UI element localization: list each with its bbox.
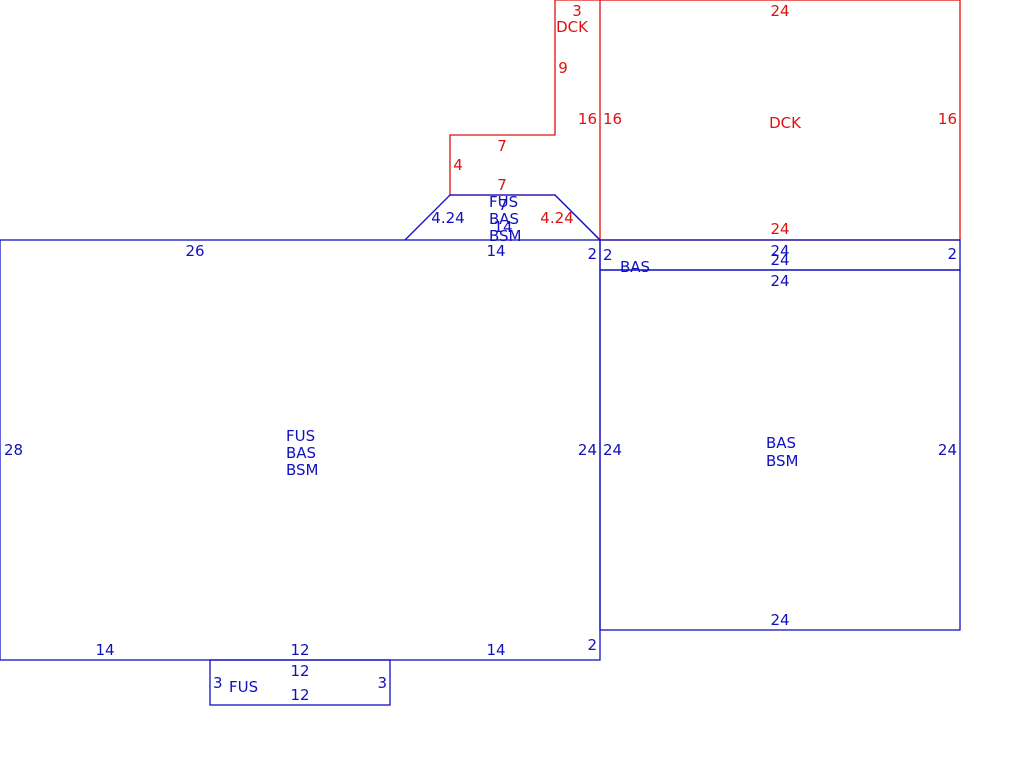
right-block-outline xyxy=(599,269,961,631)
deck-small-vertical-dim: 9 xyxy=(558,59,568,77)
fus-box-left-dim: 3 xyxy=(213,674,223,692)
bas-strip-left-dim: 2 xyxy=(603,246,613,264)
deck-small-bottom-dim: 7 xyxy=(497,176,507,194)
deck-large-bottom-dim: 24 xyxy=(770,220,789,238)
right-block-right-dim: 24 xyxy=(938,441,957,459)
bump-right-diag-dim: 4.24 xyxy=(540,209,573,227)
main-area-label-3: BSM xyxy=(286,461,319,479)
bas-strip-top-dim: 24 xyxy=(770,242,789,260)
bump-overlap-dim: 14 xyxy=(493,218,512,236)
fus-box-top-dim: 12 xyxy=(290,662,309,680)
main-bottom-right-short-dim: 2 xyxy=(587,636,597,654)
right-block-top-dim: 24 xyxy=(770,272,789,290)
deck-small-label: DCK xyxy=(556,18,589,36)
main-bottom-right-dim: 14 xyxy=(486,641,505,659)
deck-small-left-dim: 4 xyxy=(453,156,463,174)
bas-strip-right-dim: 2 xyxy=(947,245,957,263)
bump-area-label-1: FUS xyxy=(489,193,518,211)
right-block-area-label-2: BSM xyxy=(766,452,799,470)
main-top-mid-dim: 14 xyxy=(486,242,505,260)
bump-out-outline xyxy=(404,194,601,241)
fus-box-label: FUS xyxy=(229,678,258,696)
right-block-area-label-1: BAS xyxy=(766,434,796,452)
main-left-dim: 28 xyxy=(4,441,23,459)
fus-box-bottom-dim: 12 xyxy=(290,686,309,704)
deck-small-top-dim: 3 xyxy=(572,2,582,20)
deck-small-step-dim: 7 xyxy=(497,137,507,155)
bas-strip-bottom-dim: 24 xyxy=(770,251,789,269)
main-bottom-mid-dim: 12 xyxy=(290,641,309,659)
main-bottom-left-dim: 14 xyxy=(95,641,114,659)
bump-area-label-3: BSM xyxy=(489,227,522,245)
right-block-left-dim: 24 xyxy=(603,441,622,459)
deck-large-right-dim: 16 xyxy=(938,110,957,128)
right-block-bottom-dim: 24 xyxy=(770,611,789,629)
deck-small-right-dim: 16 xyxy=(578,110,597,128)
bump-area-label-2: BAS xyxy=(489,210,519,228)
deck-large-top-dim: 24 xyxy=(770,2,789,20)
bump-left-diag-dim: 4.24 xyxy=(431,209,464,227)
deck-large-left-dim: 16 xyxy=(603,110,622,128)
main-area-label-2: BAS xyxy=(286,444,316,462)
deck-large-label: DCK xyxy=(769,114,802,132)
fus-box-outline xyxy=(209,659,391,706)
fus-box-right-dim: 3 xyxy=(377,674,387,692)
bump-top-dim: 7 xyxy=(498,196,508,214)
main-area-label-1: FUS xyxy=(286,427,315,445)
main-right-lower-dim: 24 xyxy=(578,441,597,459)
bas-strip-label: BAS xyxy=(620,258,650,276)
main-top-left-dim: 26 xyxy=(185,242,204,260)
main-right-upper-dim: 2 xyxy=(587,245,597,263)
